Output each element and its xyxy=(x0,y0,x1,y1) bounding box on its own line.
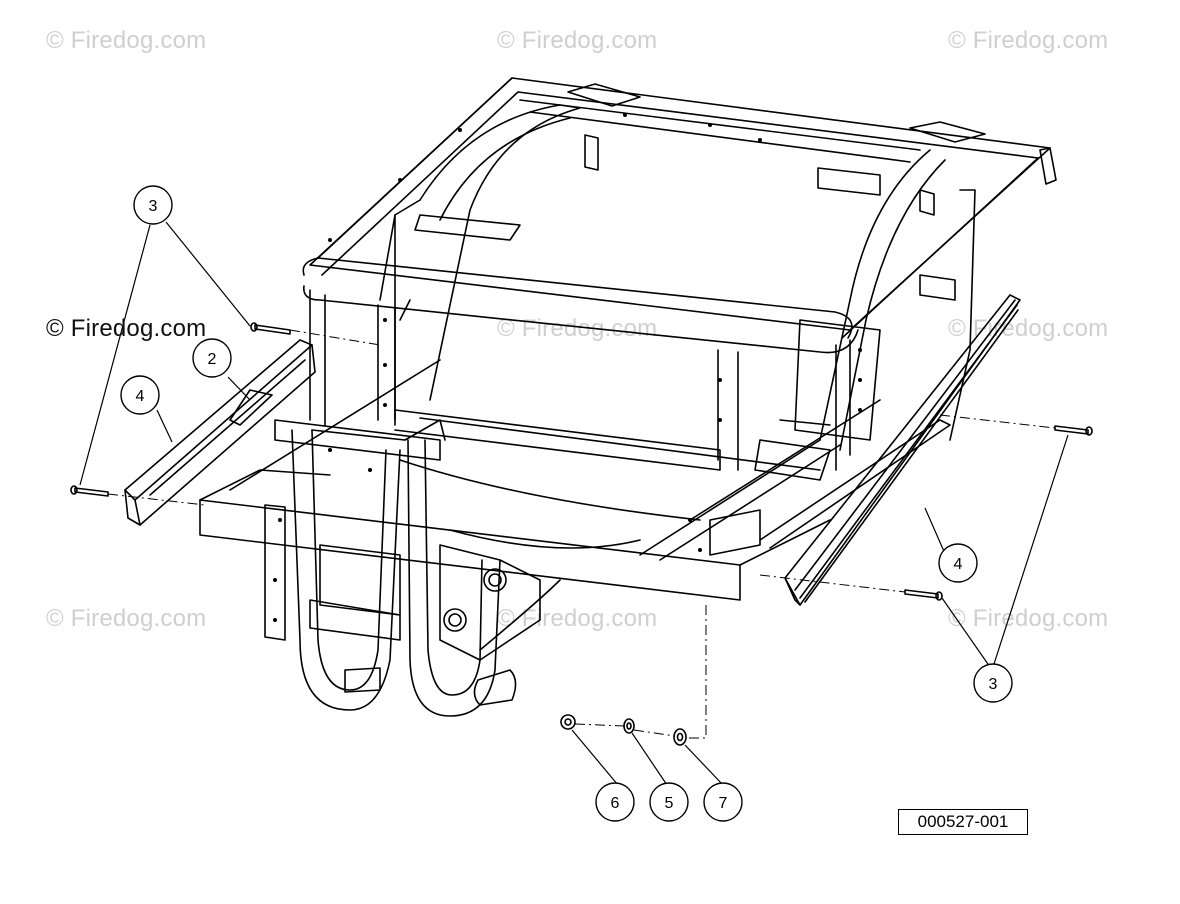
watermark: © Firedog.com xyxy=(948,315,1109,342)
svg-text:4: 4 xyxy=(954,556,963,573)
watermark: © Firedog.com xyxy=(497,27,658,54)
hardware xyxy=(560,714,687,746)
svg-text:2: 2 xyxy=(208,351,217,368)
front-suspension-hoops xyxy=(291,419,541,717)
watermark: © Firedog.com xyxy=(497,605,658,632)
upper-frame xyxy=(302,77,1057,354)
callout-3-top: 3 xyxy=(133,185,173,225)
callout-3-bottom: 3 xyxy=(973,663,1013,703)
leader-lines xyxy=(79,221,1069,786)
right-running-board xyxy=(784,294,1021,606)
svg-text:3: 3 xyxy=(989,676,998,693)
watermark: © Firedog.com xyxy=(46,605,207,632)
bolts xyxy=(70,322,1093,601)
callout-5: 5 xyxy=(649,782,689,822)
callout-7: 7 xyxy=(703,782,743,822)
figure-id-label: 000527-001 xyxy=(898,809,1028,835)
callout-2: 2 xyxy=(192,338,232,378)
svg-text:7: 7 xyxy=(719,795,728,812)
svg-text:5: 5 xyxy=(665,795,674,812)
svg-text:3: 3 xyxy=(149,198,158,215)
watermark-dark: © Firedog.com xyxy=(46,315,207,342)
watermark: © Firedog.com xyxy=(497,315,658,342)
right-side-bracket xyxy=(794,149,976,451)
watermark: © Firedog.com xyxy=(948,605,1109,632)
vertical-posts xyxy=(309,289,851,471)
watermark: © Firedog.com xyxy=(46,27,207,54)
watermark: © Firedog.com xyxy=(948,27,1109,54)
lower-chassis xyxy=(199,359,951,641)
svg-text:4: 4 xyxy=(136,388,145,405)
callout-4-left: 4 xyxy=(120,375,160,415)
callout-6: 6 xyxy=(595,782,635,822)
assembly-lines xyxy=(107,329,1056,739)
axle-curve xyxy=(399,459,701,651)
rivets xyxy=(273,113,862,622)
svg-text:6: 6 xyxy=(611,795,620,812)
callout-4-right: 4 xyxy=(938,543,978,583)
left-side-bracket xyxy=(379,104,581,421)
